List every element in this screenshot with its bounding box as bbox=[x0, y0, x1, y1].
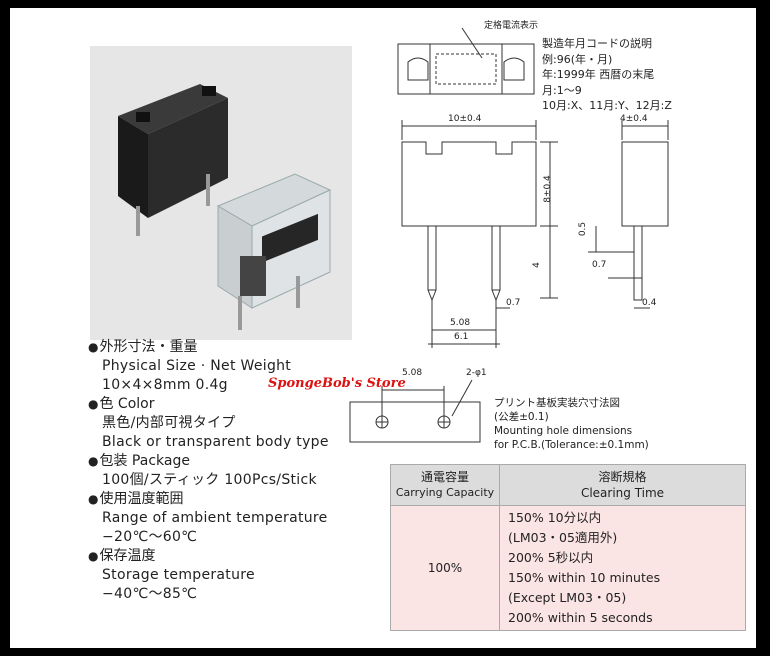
spec-line: Range of ambient temperature bbox=[102, 510, 328, 526]
pcb-hole-outline bbox=[349, 401, 481, 443]
date-code-explanation: 製造年月コードの説明 例:96(年・月) 年:1999年 西暦の末尾 月:1〜9… bbox=[542, 37, 672, 112]
width-dimension: 10±0.4 bbox=[448, 114, 482, 124]
lead-dimension: 4 bbox=[531, 262, 542, 268]
spec-heading-package: 包装 Package bbox=[88, 452, 388, 471]
fuse-photo-image bbox=[90, 46, 352, 340]
clearing-time-values: 150% 10分以内 (LM03・05適用外) 200% 5秒以内 150% w… bbox=[499, 505, 746, 631]
capacity-table: 通電容量 Carrying Capacity 溶断規格 Clearing Tim… bbox=[390, 464, 746, 631]
top-view-outline bbox=[397, 43, 535, 95]
rated-current-label: 定格電流表示 bbox=[484, 21, 539, 31]
pcb-mounting-note: プリント基板実装穴寸法図 (公差±0.1) Mounting hole dime… bbox=[494, 397, 649, 451]
spec-list: 外形寸法・重量 Physical Size · Net Weight 10×4×… bbox=[88, 338, 388, 604]
clearing-time-header: 溶断規格 Clearing Time bbox=[499, 464, 746, 506]
spec-heading-color: 色 Color bbox=[88, 395, 388, 414]
spec-line: Physical Size · Net Weight bbox=[102, 358, 292, 374]
spec-line: Storage temperature bbox=[102, 567, 255, 583]
side-view-outline bbox=[621, 141, 669, 227]
offset-dimension: 0.5 bbox=[578, 221, 589, 237]
depth-dimension: 4±0.4 bbox=[620, 114, 648, 124]
spec-line: 100個/スティック 100Pcs/Stick bbox=[102, 472, 317, 488]
pin-dimension-side: 0.7 bbox=[592, 260, 607, 270]
spec-heading-size: 外形寸法・重量 bbox=[88, 338, 388, 357]
capacity-value: 100% bbox=[390, 505, 500, 631]
spec-line: 10×4×8mm 0.4g bbox=[102, 377, 228, 393]
product-photo bbox=[90, 46, 352, 340]
spec-line: 黒色/内部可視タイプ bbox=[102, 415, 236, 431]
technical-drawing bbox=[10, 8, 756, 648]
dimension-lines bbox=[349, 27, 669, 443]
pitch-dimension: 5.08 bbox=[450, 318, 471, 328]
front-view-outline bbox=[401, 141, 537, 227]
spec-line: Black or transparent body type bbox=[102, 434, 329, 450]
spec-heading-ambient-temp: 使用温度範囲 bbox=[88, 490, 388, 509]
spec-line: −40℃〜85℃ bbox=[102, 586, 198, 602]
store-watermark: SpongeBob's Store bbox=[268, 376, 406, 391]
hole-dimension: 2-φ1 bbox=[466, 368, 487, 378]
pcb-pitch-dimension: 5.08 bbox=[402, 368, 423, 378]
table-row: 100% 150% 10分以内 (LM03・05適用外) 200% 5秒以内 1… bbox=[390, 505, 746, 631]
product-sheet: 定格電流表示 製造年月コードの説明 例:96(年・月) 年:1999年 西暦の末… bbox=[10, 8, 756, 648]
height-dimension: 8±0.4 bbox=[542, 175, 553, 203]
overall-dimension: 6.1 bbox=[454, 332, 469, 342]
spec-line: −20℃〜60℃ bbox=[102, 529, 198, 545]
pin-thickness-dimension: 0.4 bbox=[642, 298, 657, 308]
table-header-row: 通電容量 Carrying Capacity 溶断規格 Clearing Tim… bbox=[390, 464, 746, 506]
carrying-capacity-header: 通電容量 Carrying Capacity bbox=[390, 464, 500, 506]
spec-heading-storage-temp: 保存温度 bbox=[88, 547, 388, 566]
pin-dimension-front: 0.7 bbox=[506, 298, 521, 308]
